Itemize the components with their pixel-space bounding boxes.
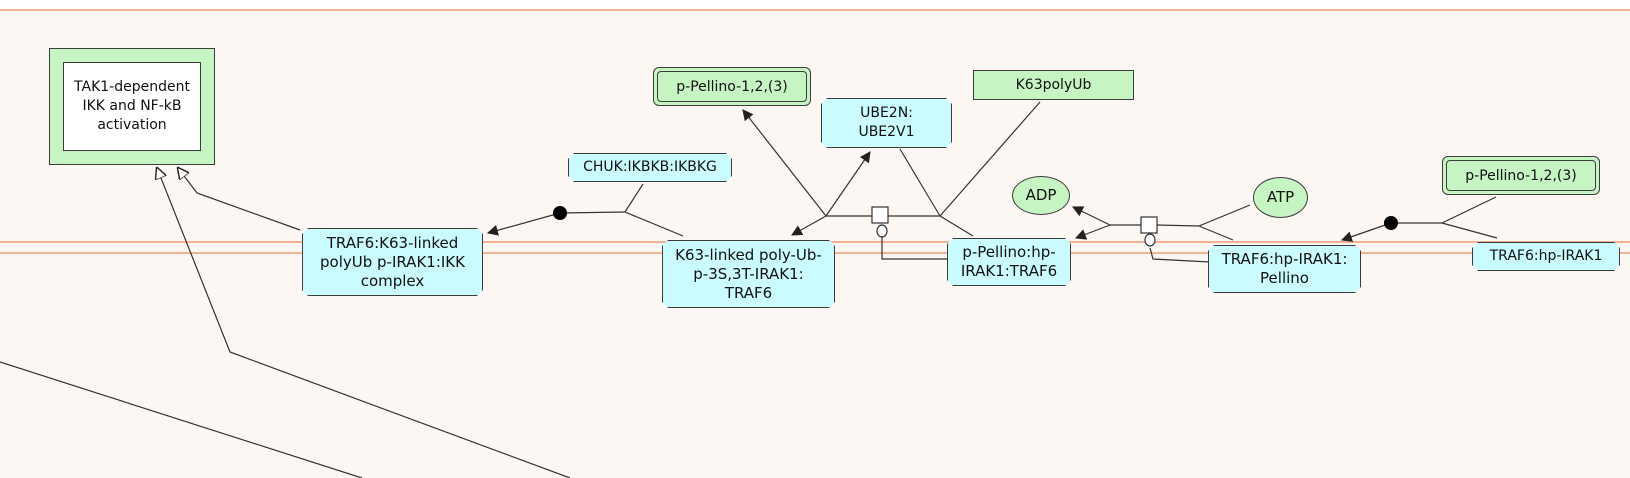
edge-background-diagonal bbox=[0, 361, 363, 478]
entity-k63polyub[interactable]: K63polyUb bbox=[973, 70, 1134, 100]
edge-catalyst-reaction-3 bbox=[1149, 247, 1211, 263]
edge-output-to-ube2n bbox=[825, 151, 871, 217]
binding-dot-4 bbox=[1384, 216, 1398, 230]
compartment-boundary-top bbox=[0, 9, 1630, 11]
complex-pellino-hp-irak1-traf6[interactable]: p-Pellino:hp- IRAK1:TRAF6 bbox=[947, 238, 1071, 286]
catalysis-marker-3 bbox=[1144, 233, 1156, 247]
molecule-atp[interactable]: ATP bbox=[1253, 177, 1308, 218]
edge-ube2n-input bbox=[899, 148, 941, 217]
pathway-node-tak1[interactable]: TAK1-dependent IKK and NF-kB activation bbox=[49, 48, 215, 165]
edge-output-to-pellino bbox=[742, 109, 827, 217]
edge-atp-input bbox=[1198, 204, 1251, 227]
pathway-label: TAK1-dependent IKK and NF-kB activation bbox=[63, 62, 201, 151]
edge-complex-to-pathway bbox=[178, 168, 301, 231]
process-node-3 bbox=[1140, 216, 1158, 234]
edge-dot-to-product-4 bbox=[1340, 222, 1392, 242]
complex-chuk-ikbkb-ikbkg[interactable]: CHUK:IKBKB:IKBKG bbox=[568, 153, 732, 182]
edge-pellino-set-input bbox=[1441, 196, 1497, 224]
process-node-2 bbox=[871, 206, 889, 224]
complex-ube2n-ube2v1[interactable]: UBE2N: UBE2V1 bbox=[821, 98, 952, 148]
edge-output-to-adp bbox=[1072, 206, 1111, 226]
set-p-pellino-right[interactable]: p-Pellino-1,2,(3) bbox=[1442, 156, 1600, 195]
edge-output-to-pellino-complex bbox=[1074, 224, 1111, 240]
complex-k63-polyub-irak1-traf6[interactable]: K63-linked poly-Ub- p-3S,3T-IRAK1: TRAF6 bbox=[662, 240, 835, 308]
edge-k63-to-junction bbox=[624, 211, 684, 237]
edge-to-pathway-long bbox=[157, 168, 571, 478]
complex-traf6-ikk[interactable]: TRAF6:K63-linked polyUb p-IRAK1:IKK comp… bbox=[302, 228, 483, 296]
edge-pellino-complex-input bbox=[939, 215, 974, 237]
catalysis-marker-2 bbox=[876, 224, 888, 238]
edge-traf6-hp-irak1-input bbox=[1441, 222, 1498, 239]
molecule-adp[interactable]: ADP bbox=[1012, 176, 1070, 215]
edge-junction-to-dot bbox=[559, 211, 626, 214]
edge-k63polyub-input bbox=[939, 101, 1041, 217]
set-p-pellino-top-label: p-Pellino-1,2,(3) bbox=[657, 71, 807, 102]
edge-chuk-to-junction bbox=[624, 183, 644, 213]
binding-dot-1 bbox=[553, 206, 567, 220]
complex-traf6-hp-irak1[interactable]: TRAF6:hp-IRAK1 bbox=[1472, 242, 1620, 271]
set-p-pellino-right-label: p-Pellino-1,2,(3) bbox=[1446, 160, 1596, 191]
edge-dot-to-product bbox=[486, 212, 561, 236]
edge-traf6-pellino-input bbox=[1198, 225, 1234, 241]
edge-input-to-process-3 bbox=[1156, 224, 1200, 227]
edge-output-to-k63-irak1 bbox=[791, 215, 827, 236]
edge-catalyst-reaction-2 bbox=[881, 236, 950, 260]
complex-traf6-hp-irak1-pellino[interactable]: TRAF6:hp-IRAK1: Pellino bbox=[1208, 245, 1361, 293]
canvas-top-strip bbox=[0, 0, 1630, 10]
set-p-pellino-top[interactable]: p-Pellino-1,2,(3) bbox=[653, 67, 811, 106]
